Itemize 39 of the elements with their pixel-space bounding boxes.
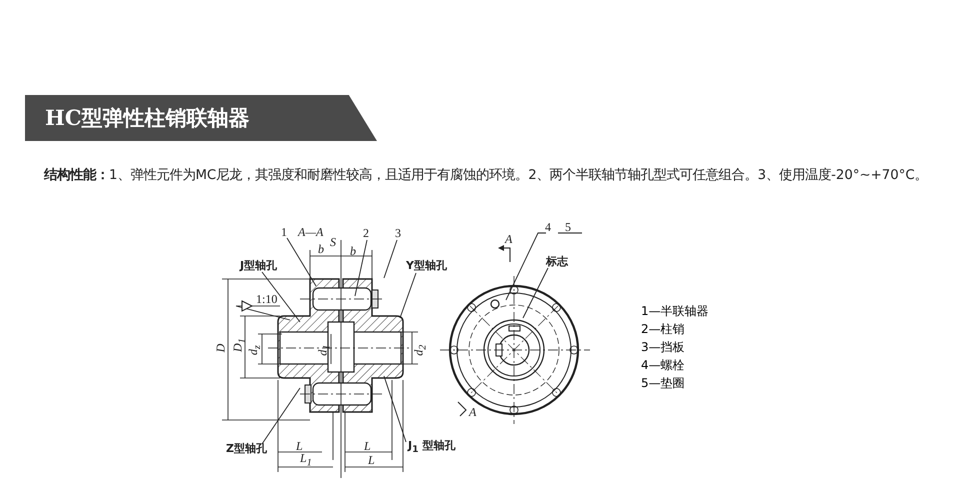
section-label: A [469, 406, 476, 418]
section-label: A—A [298, 226, 324, 238]
callout-number: 1 [281, 226, 287, 238]
leader-line [354, 240, 368, 296]
leader-line [262, 388, 300, 444]
dimension-label: L [364, 440, 371, 452]
leader-line [522, 268, 548, 318]
title: HC型弹性柱销联轴器 [45, 107, 250, 128]
legend-item: 4—螺栓 [641, 359, 685, 371]
dimension-label: L [368, 454, 375, 466]
description-text: 结构性能：1、弹性元件为MC尼龙，其强度和耐磨性较高，且适用于有腐蚀的环境。2、两个半联轴节轴孔型式可任意组合。3、使用温度-20°~+70°C。 [42, 166, 929, 185]
leader-line [384, 240, 398, 278]
dimension-label: L [296, 440, 303, 452]
dimension-label: L$_{1}$ [300, 452, 312, 468]
callout-number: 5 [565, 221, 571, 233]
dimension-label: b [318, 243, 324, 255]
bore-type-label: Z型轴孔 [226, 443, 267, 454]
mark-label: 标志 [546, 256, 568, 267]
leader-line [384, 376, 406, 442]
leader-line [400, 272, 416, 318]
dimension-label: b [350, 245, 356, 257]
bore-type-label: Y型轴孔 [406, 260, 447, 271]
legend-item: 5—垫圈 [641, 377, 685, 389]
leader-line [506, 232, 546, 300]
leader-line [262, 272, 300, 322]
leader-line [558, 232, 582, 234]
legend-item: 3—挡板 [641, 341, 685, 353]
leader-line [286, 238, 316, 286]
section-label: A [505, 233, 512, 245]
callout-number: 2 [363, 227, 369, 239]
taper-label: 1:10 [256, 293, 278, 305]
callout-number: 4 [545, 221, 551, 233]
dimension-label: S [330, 236, 336, 248]
legend-item: 2—柱销 [641, 323, 685, 335]
dimension-label: D [214, 344, 226, 352]
legend-item: 1—半联轴器 [641, 305, 709, 317]
bore-type-label: J型轴孔 [240, 260, 278, 271]
bore-type-label: J$_{1}$ 型轴孔 [408, 440, 456, 454]
callout-number: 3 [395, 227, 401, 239]
